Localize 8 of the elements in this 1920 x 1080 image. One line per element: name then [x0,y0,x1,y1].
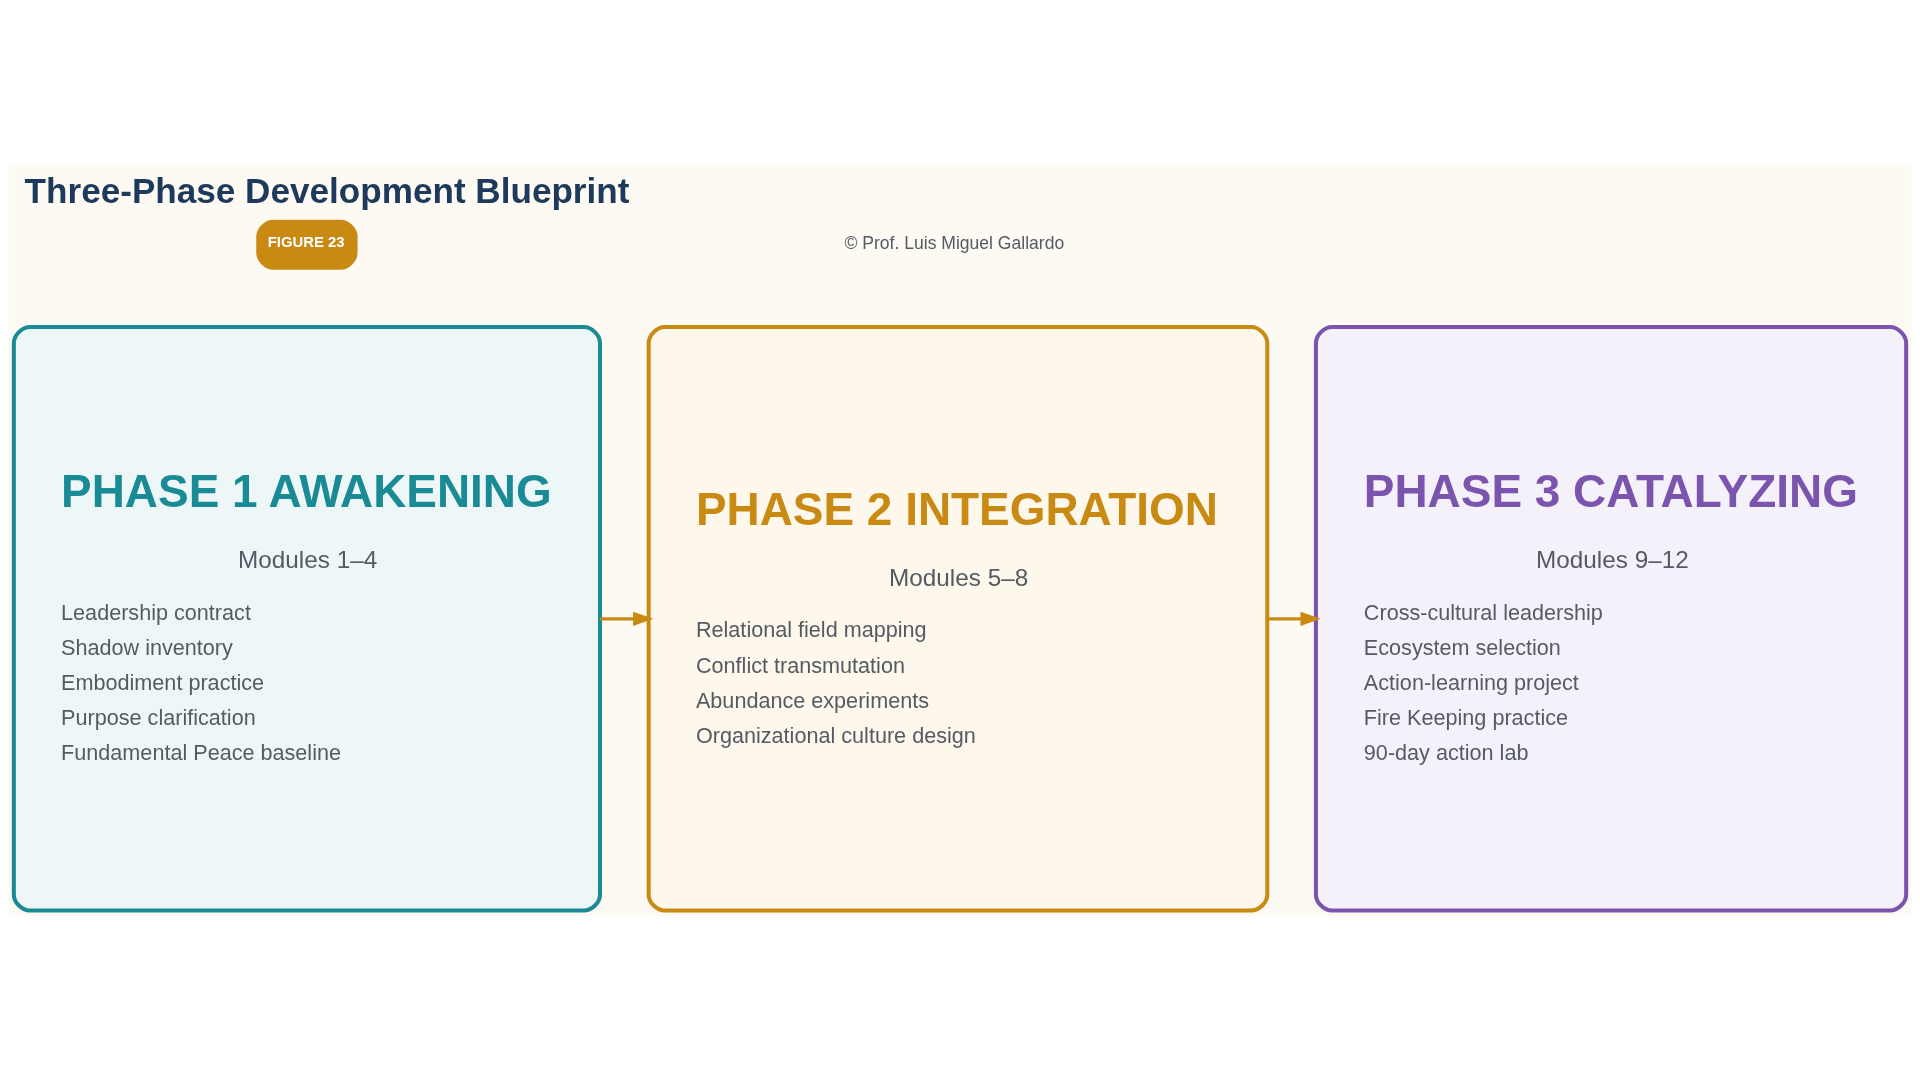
diagram-title: Three-Phase Development Blueprint [24,170,630,210]
arrow [1267,611,1321,626]
label: FIGURE 23 [267,233,345,250]
node-box: PHASE 3 CATALYZING Modules 9–12 Cross-cultural leadership Ecosystem selection Action-learning project Fire Keeping practice 90-day action lab [1313,324,1909,913]
arrow [600,611,654,626]
label: © Prof. Luis Miguel Gallardo [844,232,1065,253]
node-box: PHASE 2 INTEGRATION Modules 5–8 Relational field mapping Conflict transmutation Abundance experiments Organizational culture design [646,324,1270,913]
node-box: PHASE 1 AWAKENING Modules 1–4 Leadership contract Shadow inventory Embodiment practice Purpose clarification Fundamental Peace baseline [11,324,603,913]
